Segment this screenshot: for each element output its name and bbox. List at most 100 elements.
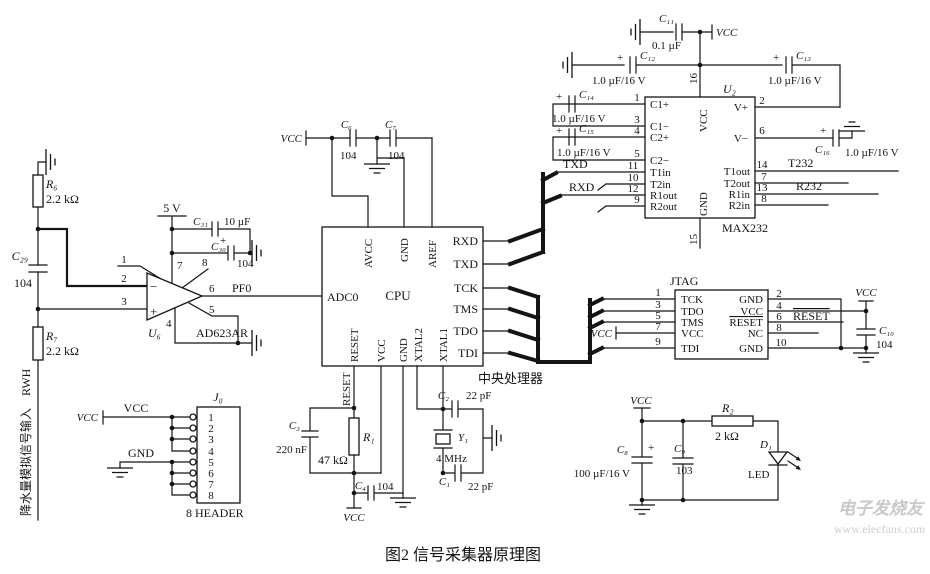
max232-num-11: 11 — [628, 160, 639, 172]
c31-ref: C₃₁ — [193, 216, 208, 228]
amp-pin6: 6 — [209, 283, 215, 295]
r6-ref: R₆ — [45, 177, 58, 191]
max232-block — [552, 18, 899, 249]
ground-icon — [389, 497, 417, 508]
c8-ref: C₈ — [617, 444, 628, 456]
amp-pin7: 7 — [177, 260, 183, 272]
jtag-pin-vcc: VCC — [681, 328, 704, 340]
max232-pin-c1m: C1− — [650, 121, 669, 133]
c14-value: 1.0 µF/16 V — [552, 113, 606, 125]
y1-ref: Y₁ — [458, 432, 468, 444]
watermark-brand: 电子发烧友 — [838, 499, 926, 518]
cpu-tdi-pin: TDI — [458, 346, 478, 360]
max232-num-1: 1 — [634, 92, 640, 104]
led-d1 — [767, 451, 789, 466]
cpu-reset-pin: RESET — [349, 328, 361, 362]
cpu-cn-label: 中央处理器 — [478, 371, 543, 386]
r2-value: 2 kΩ — [715, 429, 739, 443]
jtag-pin-gnd2: GND — [739, 294, 763, 306]
header-block — [102, 406, 241, 504]
resistor-r2 — [711, 415, 754, 427]
c3-value: 220 nF — [276, 444, 307, 456]
resistor-r6 — [32, 174, 44, 208]
c31-value: 10 µF — [224, 216, 250, 228]
supply-5v-label: 5 V — [163, 201, 181, 215]
max232-num-9: 9 — [634, 194, 640, 206]
ground-icon — [852, 352, 880, 363]
rain-input-label: 降水量模拟信号输入 RWH — [18, 368, 33, 516]
header-pin-2: 2 — [208, 423, 214, 435]
cpu-tdo-pin: TDO — [453, 324, 478, 338]
led-arrows — [787, 451, 798, 468]
header-pin-6: 6 — [208, 468, 214, 480]
c6-ref: C₆ — [341, 119, 352, 131]
rxd-net-label: RXD — [569, 180, 595, 194]
cpu-box — [321, 226, 484, 367]
jtag-pin-nc: NC — [748, 328, 763, 340]
ground-icon — [628, 504, 656, 515]
c15-value: 1.0 µF/16 V — [557, 147, 611, 159]
jtag-pin-tck: TCK — [681, 294, 703, 306]
c16-polarity: + — [820, 125, 826, 137]
c12-value: 1.0 µF/16 V — [592, 75, 646, 87]
max232-pin-t1out: T1out — [724, 166, 750, 178]
ground-icon — [106, 467, 134, 478]
t232-net-label: T232 — [788, 156, 813, 170]
c15-polarity: + — [556, 125, 562, 137]
header-type-label: 8 HEADER — [186, 506, 244, 520]
vcc-label: VCC — [343, 512, 365, 524]
jtag-pin-gnd10: GND — [739, 343, 763, 355]
c3-ref: C₃ — [289, 420, 300, 432]
r7-value: 2.2 kΩ — [46, 344, 79, 358]
c6-value: 104 — [340, 150, 357, 162]
figure-caption: 图2 信号采集器原理图 — [385, 546, 541, 564]
opamp-wires — [36, 215, 323, 357]
c16-ref: C₁₆ — [815, 144, 830, 156]
amp-pin4: 4 — [166, 318, 172, 330]
r7-ref: R₇ — [45, 329, 58, 343]
header-pin-8: 8 — [208, 490, 214, 502]
c1-value: 22 pF — [468, 481, 493, 493]
ground-icon — [363, 163, 391, 174]
jtag-block — [601, 289, 880, 363]
pf0-net-label: PF0 — [232, 281, 251, 295]
max232-pin-r1in: R1in — [729, 189, 751, 201]
jtag-num-9: 9 — [655, 336, 661, 348]
input-divider-wires — [28, 148, 56, 521]
max232-num-7: 7 — [761, 171, 767, 183]
cpu-aref-pin: AREF — [427, 240, 439, 268]
max232-box — [644, 96, 756, 219]
ground-icon — [838, 121, 866, 132]
c10-value: 104 — [876, 339, 893, 351]
c7-value: 104 — [388, 150, 405, 162]
max232-pin-c1p: C1+ — [650, 99, 669, 111]
c7-ref: C₇ — [385, 119, 396, 131]
c29-value: 104 — [14, 276, 32, 290]
resistor-r1 — [348, 417, 360, 456]
u6-ref: U₆ — [148, 326, 161, 340]
max232-vcc-pin: VCC — [698, 109, 710, 132]
u2-part: MAX232 — [722, 221, 768, 235]
c15-ref: C₁₅ — [579, 123, 594, 135]
cpu-adc0-pin: ADC0 — [327, 290, 358, 304]
cpu-rxd-pin: RXD — [453, 234, 479, 248]
c13-value: 1.0 µF/16 V — [768, 75, 822, 87]
r1-ref: R₁ — [362, 430, 375, 444]
amp-minus-sign: − — [150, 279, 157, 294]
cpu-tck-pin: TCK — [454, 281, 478, 295]
opamp-triangle — [146, 272, 204, 321]
jtag-title: JTAG — [670, 274, 699, 288]
c31-polarity: + — [220, 235, 226, 247]
c13-polarity: + — [773, 52, 779, 64]
vcc-label: VCC — [630, 395, 652, 407]
watermark-site: www.elecfans.com — [834, 522, 926, 536]
max232-num-8: 8 — [761, 193, 767, 205]
amp-pin1: 1 — [121, 254, 127, 266]
cpu-xtal1-pin: XTAL1 — [438, 328, 450, 362]
c14-polarity: + — [556, 91, 562, 103]
amp-pin5: 5 — [209, 304, 215, 316]
cpu-gnd-top-pin: GND — [399, 238, 411, 262]
header-pin-circles — [189, 413, 197, 499]
